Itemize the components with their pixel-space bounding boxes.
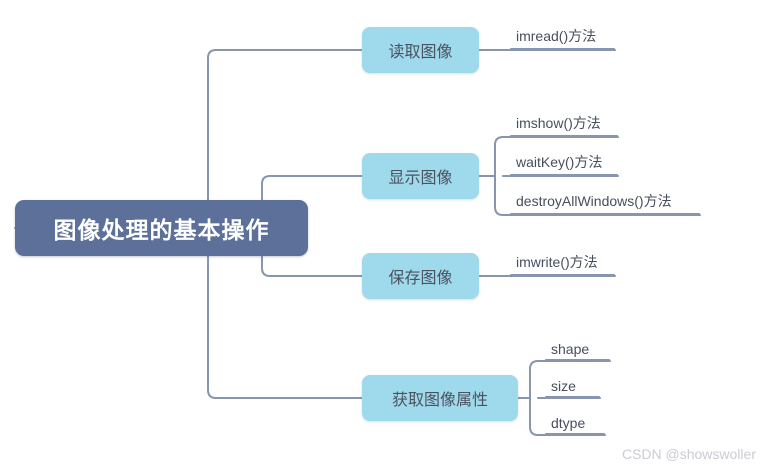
topic-node-label: 读取图像	[388, 44, 453, 61]
leaf-item: imshow()方法	[510, 109, 618, 137]
topic-node-display-image[interactable]: 显示图像	[362, 153, 479, 199]
branch-2-bracket	[494, 136, 504, 216]
leaf-underline	[510, 135, 618, 137]
leaf-item: dtype	[545, 407, 605, 435]
leaf-underline	[510, 48, 615, 50]
topic-node-label: 保存图像	[388, 270, 453, 287]
leaf-underline	[545, 433, 605, 435]
root-node[interactable]: 图像处理的基本操作	[15, 200, 308, 256]
leaf-item: imread()方法	[510, 22, 615, 50]
leaf-item: destroyAllWindows()方法	[510, 187, 700, 215]
topic-node-label: 获取图像属性	[391, 392, 488, 409]
leaf-item: shape	[545, 333, 610, 361]
leaf-underline	[545, 359, 610, 361]
watermark: CSDN @showswoller	[621, 446, 756, 462]
leaf-item: waitKey()方法	[510, 148, 618, 176]
leaf-label: dtype	[551, 415, 586, 431]
leaf-item: size	[545, 370, 600, 398]
root-node-label: 图像处理的基本操作	[53, 217, 270, 243]
topic-node-save-image[interactable]: 保存图像	[362, 253, 479, 299]
leaf-item: imwrite()方法	[510, 248, 615, 276]
leaf-underline	[510, 274, 615, 276]
leaf-label: imwrite()方法	[516, 254, 598, 270]
topic-node-image-properties[interactable]: 获取图像属性	[362, 375, 518, 421]
branch-4-bracket	[529, 360, 539, 436]
leaf-underline	[545, 396, 600, 398]
leaf-label: destroyAllWindows()方法	[516, 193, 672, 209]
leaf-label: imshow()方法	[516, 115, 601, 131]
leaf-underline	[510, 174, 618, 176]
leaf-label: size	[551, 378, 576, 394]
leaf-label: imread()方法	[516, 28, 597, 44]
leaf-underline	[510, 213, 700, 215]
leaf-label: waitKey()方法	[516, 154, 603, 170]
leaf-label: shape	[551, 341, 590, 357]
topic-node-read-image[interactable]: 读取图像	[362, 27, 479, 73]
topic-node-label: 显示图像	[388, 170, 453, 187]
